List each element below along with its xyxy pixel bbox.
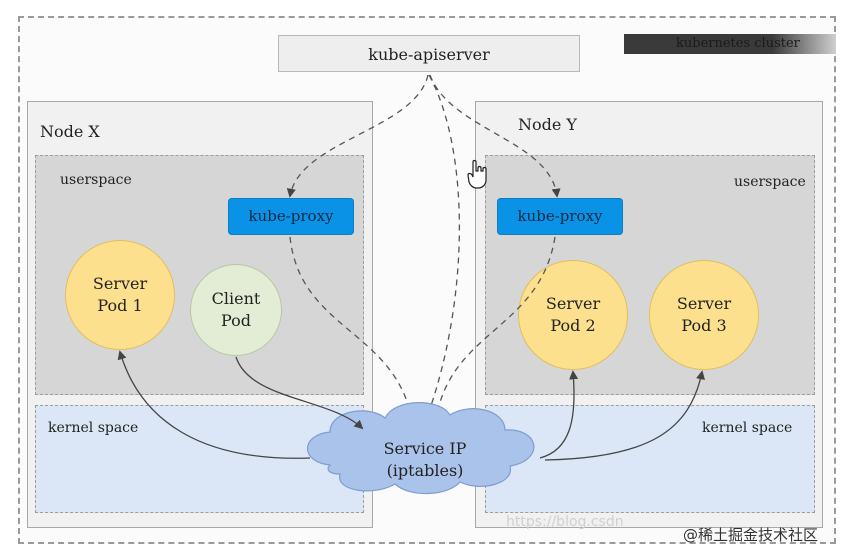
proxy-y-to-service-arrow [432,236,556,422]
watermark-text: @稀土掘金技术社区 [683,526,819,544]
apiserver-to-proxy-y-arrow [429,74,561,198]
node-y-userspace-label: userspace [734,174,806,190]
server-pod-3-line1: Server [676,294,732,313]
node-y-kernel-label: kernel space [702,420,793,436]
server-pod-1-line1: Server [92,274,148,293]
server-pod-2-line2: Pod 2 [550,316,596,335]
server-pod-3-line2: Pod 3 [681,316,727,335]
cluster-label: kubernetes cluster [624,34,836,54]
client-pod-to-service-arrow [235,356,364,430]
node-y-title: Node Y [518,115,577,134]
client-pod-line1: Client [211,289,261,308]
node-x-kernel-label: kernel space [48,420,139,436]
node-y-kernel-space [485,405,815,513]
server-pod-1: Server Pod 1 [65,240,175,350]
node-x-userspace-label: userspace [60,172,132,188]
apiserver-to-proxy-x-arrow [286,74,429,198]
service-ip-line2: (iptables) [386,461,464,480]
node-x-kernel-space [35,405,364,513]
apiserver-to-service-arrow [424,74,461,422]
service-to-server-pod-1-arrow [117,350,311,459]
node-x-title: Node X [40,122,100,141]
service-ip-cloud [306,402,535,495]
service-ip-line1: Service IP [383,439,467,458]
server-pod-2-line1: Server [545,294,601,313]
kube-apiserver-box: kube-apiserver [278,35,580,72]
service-to-server-pod-2-arrow [539,370,579,459]
node-y-kube-proxy: kube-proxy [497,198,623,235]
service-to-server-pod-3-arrow [544,370,705,461]
proxy-x-to-service-arrow [289,236,416,422]
client-pod-line2: Pod [221,311,251,330]
server-pod-3: Server Pod 3 [649,260,759,370]
server-pod-1-line2: Pod 1 [97,296,143,315]
client-pod: Client Pod [190,264,282,356]
watermark-url: https://blog.csdn [506,514,624,530]
hand-cursor-icon [467,159,487,189]
service-ip-label: Service IP (iptables) [360,438,490,482]
server-pod-2: Server Pod 2 [518,260,628,370]
node-x-kube-proxy: kube-proxy [228,198,354,235]
